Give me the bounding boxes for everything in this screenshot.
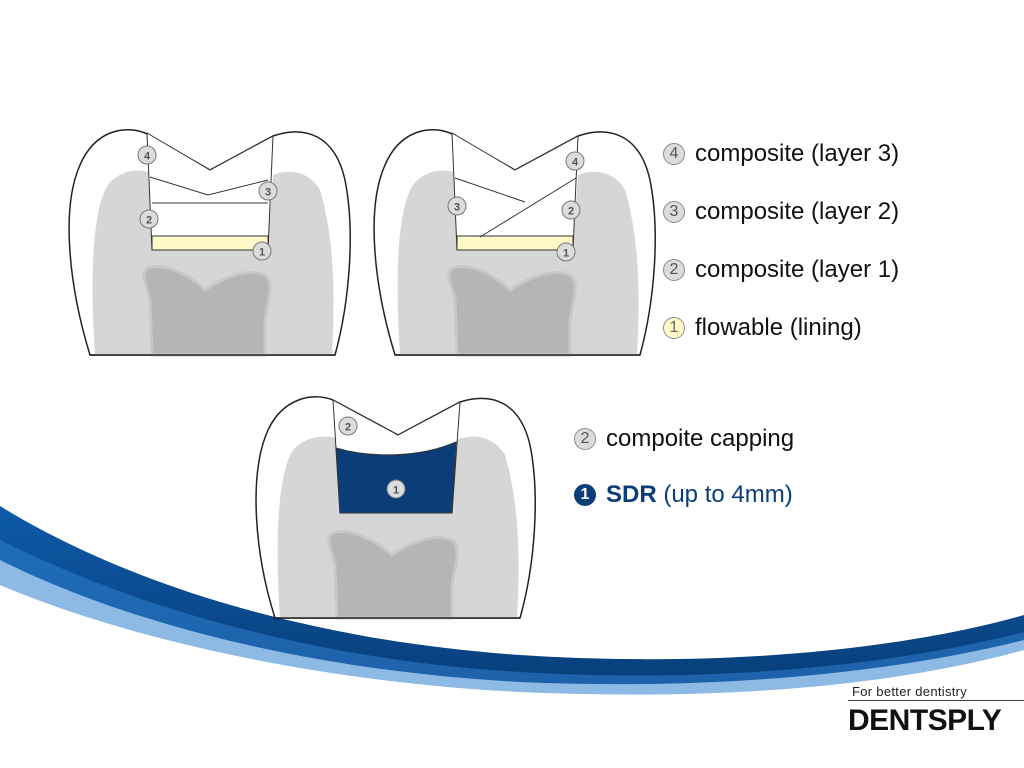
- legend-label: composite (layer 3): [695, 140, 900, 167]
- legend-label: flowable (lining): [695, 314, 862, 341]
- legend-label: composite (layer 2): [695, 198, 900, 225]
- brand-divider: [848, 700, 1024, 701]
- legend-label: SDR (up to 4mm): [606, 481, 793, 509]
- cavity: [451, 132, 579, 251]
- legend-marker: 4: [663, 143, 685, 165]
- legend-item: 3 composite (layer 2): [663, 197, 899, 227]
- legend-label-rest: (up to 4mm): [663, 481, 793, 508]
- legend-label: compoite capping: [606, 425, 795, 452]
- tooth-diagram-2: [373, 129, 656, 357]
- svg-text:1: 1: [563, 248, 569, 260]
- svg-text:4: 4: [144, 151, 151, 163]
- legend-item: 2 composite (layer 1): [663, 255, 899, 285]
- pulp: [327, 530, 459, 620]
- brand-tagline: For better dentistry: [852, 684, 968, 699]
- legend-marker: 1: [574, 484, 596, 506]
- tooth-diagram-1: [68, 129, 351, 357]
- tooth-labels: 4 3 2 1 4 3 2 1 2 1: [137, 145, 585, 499]
- tooth-diagram-3: [255, 396, 536, 620]
- legend-item: 1 flowable (lining): [663, 313, 862, 343]
- legend-item: 2 compoite capping: [574, 424, 794, 454]
- pulp: [142, 265, 272, 357]
- svg-text:3: 3: [454, 202, 460, 214]
- sdr-fill: [335, 441, 457, 514]
- wave-light: [0, 540, 1024, 695]
- svg-text:2: 2: [568, 206, 574, 218]
- brand-logo: DENTSPLY: [848, 704, 1002, 737]
- label-marker: 2: [561, 200, 581, 220]
- svg-text:2: 2: [345, 422, 351, 434]
- legend-marker: 3: [663, 201, 685, 223]
- svg-text:1: 1: [259, 247, 265, 259]
- pulp: [447, 265, 577, 357]
- legend-item: 4 composite (layer 3): [663, 139, 899, 169]
- svg-text:1: 1: [393, 485, 399, 497]
- label-marker: 1: [556, 242, 576, 262]
- label-marker: 3: [258, 181, 278, 201]
- svg-text:4: 4: [572, 157, 579, 169]
- legend-label: composite (layer 1): [695, 256, 900, 283]
- flowable-layer: [456, 235, 574, 251]
- label-marker: 4: [137, 145, 157, 165]
- label-marker: 1: [386, 479, 406, 499]
- flowable-layer: [151, 235, 269, 251]
- cavity: [146, 132, 274, 251]
- label-marker: 1: [252, 241, 272, 261]
- label-marker: 2: [139, 209, 159, 229]
- svg-text:2: 2: [146, 215, 152, 227]
- legend-marker: 2: [663, 259, 685, 281]
- label-marker: 3: [447, 196, 467, 216]
- legend-label-bold: SDR: [606, 481, 657, 508]
- svg-text:3: 3: [265, 187, 271, 199]
- legend-item: 1 SDR (up to 4mm): [574, 480, 793, 510]
- label-marker: 4: [565, 151, 585, 171]
- label-marker: 2: [338, 416, 358, 436]
- legend-marker: 2: [574, 428, 596, 450]
- legend-marker: 1: [663, 317, 685, 339]
